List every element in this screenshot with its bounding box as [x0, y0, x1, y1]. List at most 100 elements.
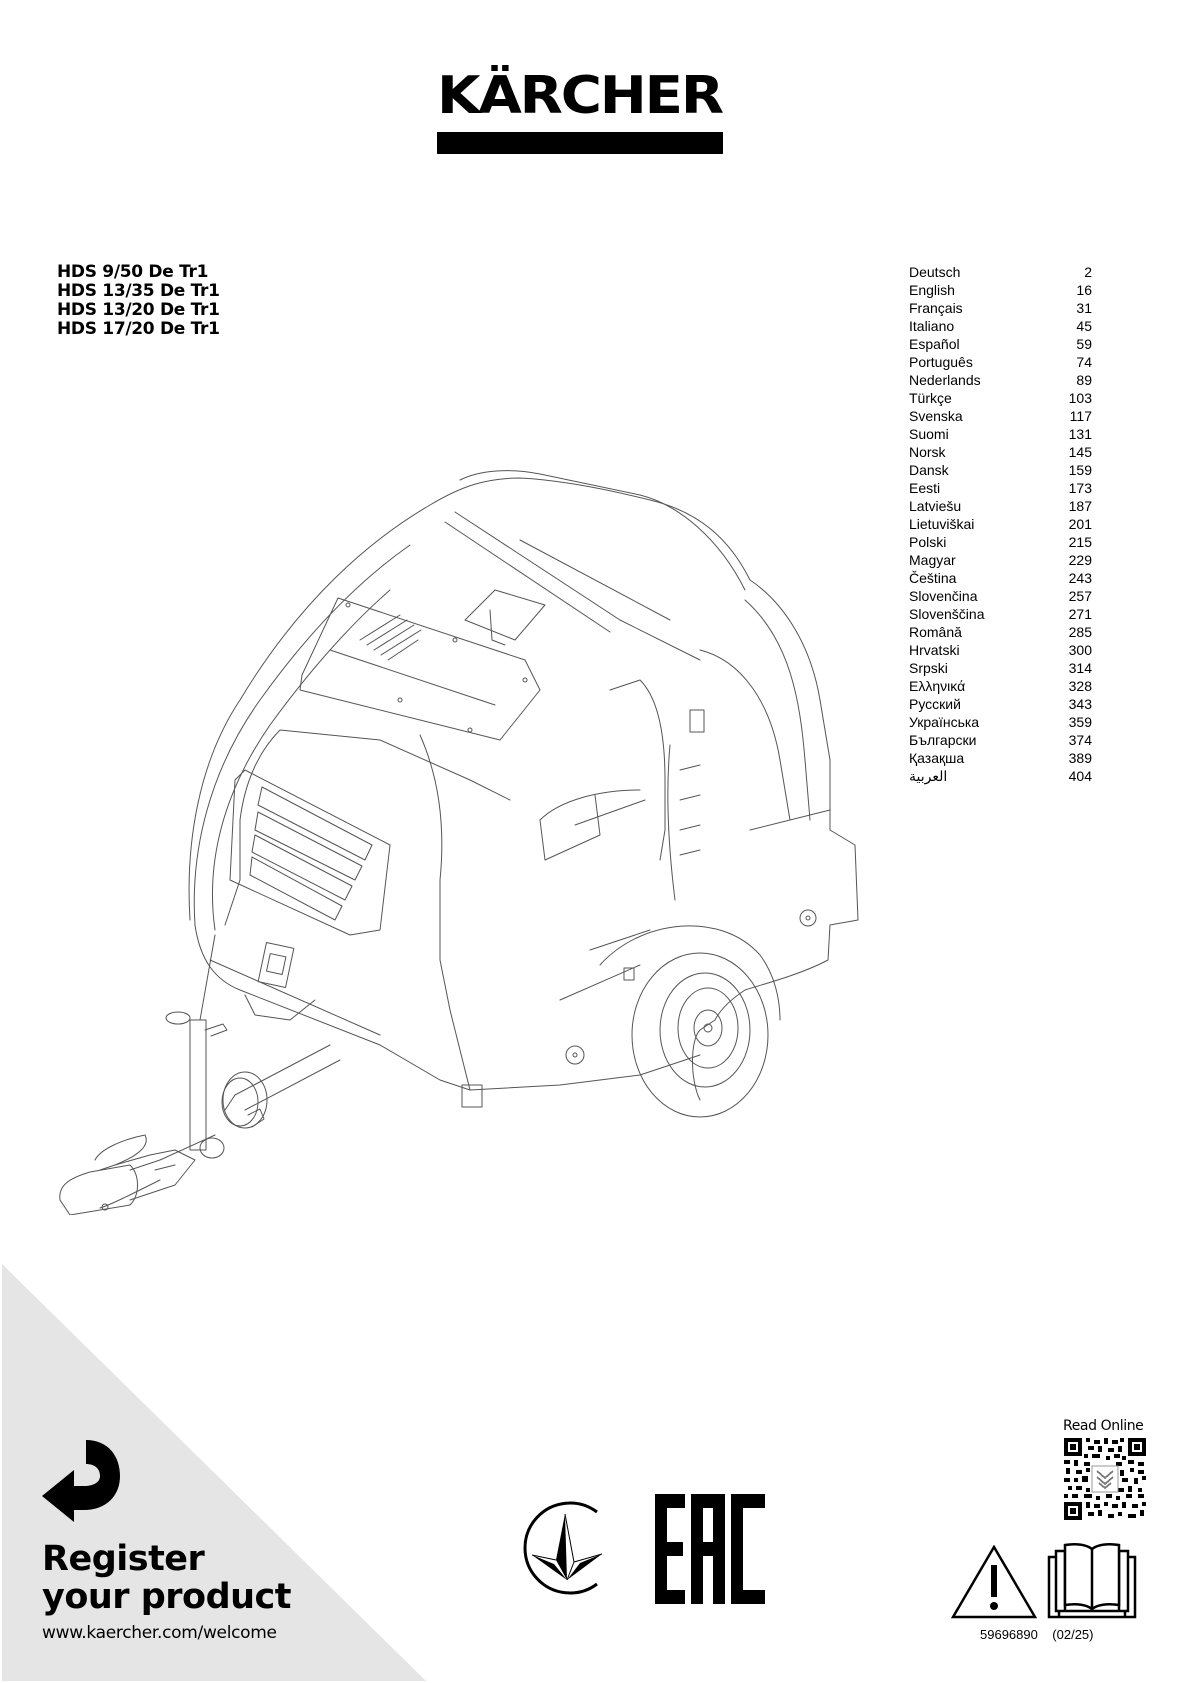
toc-language: Čeština [909, 570, 957, 586]
toc-row[interactable]: Lietuviškai 201 [909, 515, 1092, 533]
toc-row[interactable]: Ελληνικά 328 [909, 677, 1092, 695]
toc-page: 145 [1068, 444, 1092, 460]
toc-language: Nederlands [909, 372, 981, 388]
toc-row[interactable]: Nederlands 89 [909, 371, 1092, 389]
product-illustration [59, 470, 859, 1215]
ua-trident-check-icon [523, 1501, 603, 1595]
read-manual-icon [1047, 1542, 1137, 1619]
toc-row[interactable]: العربية 404 [909, 767, 1092, 785]
toc-language: Srpski [909, 660, 948, 676]
toc-language: Português [909, 354, 973, 370]
register-url-link[interactable]: www.kaercher.com/welcome [42, 1623, 277, 1643]
toc-row[interactable]: Deutsch 2 [909, 263, 1092, 281]
toc-page: 215 [1068, 534, 1092, 550]
toc-language: Ελληνικά [909, 678, 966, 694]
toc-language: Dansk [909, 462, 949, 478]
toc-page: 243 [1068, 570, 1092, 586]
register-title[interactable]: Register your product [42, 1539, 292, 1617]
toc-row[interactable]: Latviešu 187 [909, 497, 1092, 515]
toc-row[interactable]: Русский 343 [909, 695, 1092, 713]
logo-bar [437, 132, 723, 154]
toc-page: 117 [1069, 408, 1092, 424]
document-number: 59696890 (02/25) [980, 1627, 1094, 1642]
toc-row[interactable]: Italiano 45 [909, 317, 1092, 335]
toc-row[interactable]: Hrvatski 300 [909, 641, 1092, 659]
toc-language: Norsk [909, 444, 946, 460]
toc-row[interactable]: Čeština 243 [909, 569, 1092, 587]
toc-language: Українська [909, 714, 980, 730]
logo-text: KÄRCHER [437, 66, 724, 126]
toc-page: 374 [1068, 732, 1092, 748]
register-title-line1: Register [42, 1539, 205, 1579]
toc-row[interactable]: Română 285 [909, 623, 1092, 641]
toc-page: 359 [1068, 714, 1092, 730]
toc-row[interactable]: Українська 359 [909, 713, 1092, 731]
toc-row[interactable]: Български 374 [909, 731, 1092, 749]
toc-language: Lietuviškai [909, 516, 975, 532]
toc-row[interactable]: Eesti 173 [909, 479, 1092, 497]
toc-language: English [909, 282, 955, 298]
toc-page: 131 [1068, 426, 1092, 442]
toc-language: Русский [909, 696, 961, 712]
toc-row[interactable]: Português 74 [909, 353, 1092, 371]
toc-page: 89 [1076, 372, 1092, 388]
warning-triangle-icon [951, 1545, 1037, 1619]
toc-language: Eesti [909, 480, 941, 496]
toc-page: 45 [1076, 318, 1092, 334]
toc-page: 16 [1076, 282, 1092, 298]
register-title-line2: your product [42, 1577, 292, 1617]
toc-language: Latviešu [909, 498, 962, 514]
toc-language: Hrvatski [909, 642, 960, 658]
doc-date: (02/25) [1052, 1627, 1094, 1642]
toc-row[interactable]: Türkçe 103 [909, 389, 1092, 407]
toc-language: Italiano [909, 318, 955, 334]
toc-page: 257 [1068, 588, 1092, 604]
toc-language: Polski [909, 534, 947, 550]
toc-language: Français [909, 300, 963, 316]
toc-row[interactable]: English 16 [909, 281, 1092, 299]
toc-language: Română [909, 624, 962, 640]
toc-row[interactable]: Қазақша 389 [909, 749, 1092, 767]
model-name: HDS 17/20 De Tr1 [57, 319, 220, 339]
toc-page: 343 [1068, 696, 1092, 712]
eac-mark-icon [655, 1494, 765, 1604]
toc-language: العربية [909, 768, 948, 784]
toc-language: Slovenščina [909, 606, 985, 622]
model-list: HDS 9/50 De Tr1 HDS 13/35 De Tr1 HDS 13/… [57, 263, 220, 339]
toc-page: 404 [1068, 768, 1092, 784]
toc-language: Türkçe [909, 390, 952, 406]
toc-page: 74 [1076, 354, 1092, 370]
toc-language: Deutsch [909, 264, 961, 280]
toc-page: 173 [1068, 480, 1092, 496]
toc-page: 2 [1084, 264, 1092, 280]
toc-language: Български [909, 732, 977, 748]
toc-page: 314 [1068, 660, 1092, 676]
toc-language: Қазақша [909, 750, 965, 766]
toc-page: 328 [1068, 678, 1092, 694]
toc-page: 285 [1068, 624, 1092, 640]
toc-language: Svenska [909, 408, 963, 424]
toc-page: 229 [1068, 552, 1092, 568]
toc-page: 201 [1068, 516, 1092, 532]
toc-page: 103 [1068, 390, 1092, 406]
toc-row[interactable]: Svenska 117 [909, 407, 1092, 425]
qr-code-icon[interactable] [1064, 1438, 1146, 1520]
toc-row[interactable]: Polski 215 [909, 533, 1092, 551]
toc-page: 300 [1068, 642, 1092, 658]
toc-page: 389 [1068, 750, 1092, 766]
toc-page: 187 [1068, 498, 1092, 514]
model-name: HDS 13/35 De Tr1 [57, 281, 220, 301]
model-name: HDS 13/20 De Tr1 [57, 300, 220, 320]
model-name: HDS 9/50 De Tr1 [57, 262, 209, 282]
toc-row[interactable]: Srpski 314 [909, 659, 1092, 677]
toc-row[interactable]: Dansk 159 [909, 461, 1092, 479]
toc-page: 159 [1068, 462, 1092, 478]
toc-row[interactable]: Norsk 145 [909, 443, 1092, 461]
